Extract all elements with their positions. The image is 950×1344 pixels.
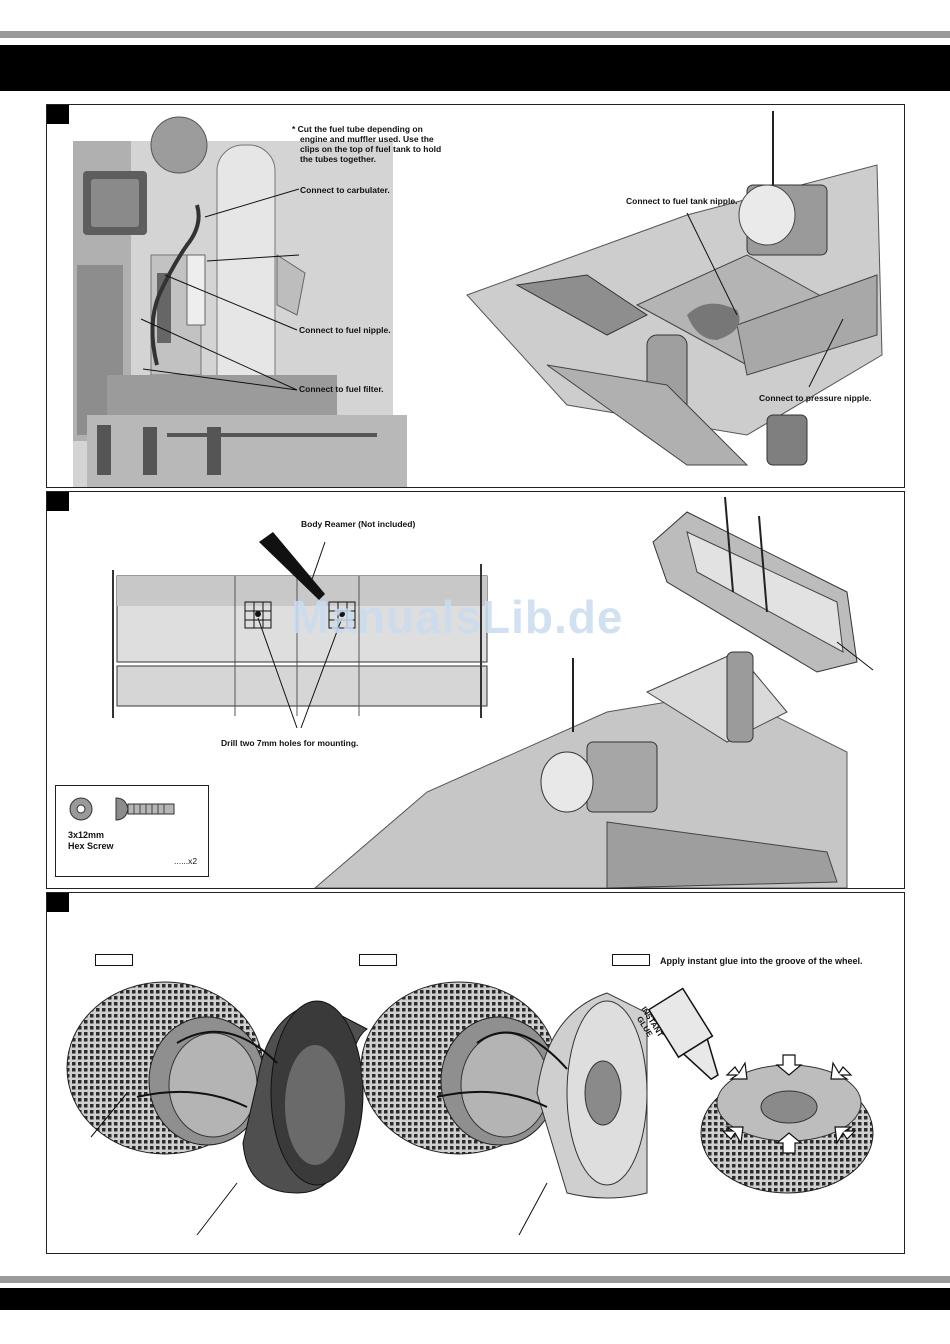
glue-instruction: Apply instant glue into the groove of th… <box>660 956 863 966</box>
hardware-box: 3x12mm Hex Screw ......x2 <box>55 785 209 877</box>
callout-fuel-nipple: Connect to fuel nipple. <box>299 325 391 335</box>
top-grey-rule <box>0 31 950 38</box>
wing-illustration <box>112 496 874 888</box>
callout-fuel-tank-nipple: Connect to fuel tank nipple. <box>626 196 738 206</box>
callout-fuel-filter: Connect to fuel filter. <box>299 384 384 394</box>
callout-pressure-nipple: Connect to pressure nipple. <box>759 393 872 403</box>
panel-fuel-lines: * Cut the fuel tube depending on engine … <box>46 104 905 488</box>
fuel-tube-note-line: clips on the top of fuel tank to hold <box>300 144 442 154</box>
footer-black-bar <box>0 1288 950 1310</box>
body-reamer-label: Body Reamer (Not included) <box>301 519 416 529</box>
step-number-tab <box>47 105 69 124</box>
panel-tire-assembly: Apply instant glue into the groove of th… <box>46 892 905 1254</box>
step-number-tab <box>47 492 69 511</box>
step-number-tab <box>47 893 69 912</box>
step-label-box-1 <box>95 954 133 966</box>
header-black-bar <box>0 45 950 91</box>
fuel-tube-note-line: the tubes together. <box>300 154 377 164</box>
bottom-grey-rule <box>0 1276 950 1283</box>
fuel-tube-note-line: * Cut the fuel tube depending on <box>292 124 423 134</box>
hardware-name: Hex Screw <box>68 841 114 851</box>
washer-icon <box>69 797 93 821</box>
callout-carburetor: Connect to carbulater. <box>300 185 390 195</box>
drill-holes-label: Drill two 7mm holes for mounting. <box>221 738 359 748</box>
panel-wing-mount: ManualsLib.de Body Reamer (Not included)… <box>46 491 905 889</box>
tire-assembly-illustration <box>66 981 874 1236</box>
hex-screw-icon <box>115 797 175 821</box>
watermark-text: ManualsLib.de <box>291 591 624 643</box>
step-label-box-3 <box>612 954 650 966</box>
fuel-tube-note: * Cut the fuel tube depending on engine … <box>292 124 441 164</box>
glue-bottle <box>647 987 719 1081</box>
step-label-box-2 <box>359 954 397 966</box>
fuel-tube-note-line: engine and muffler used. Use the <box>300 134 434 144</box>
fuel-system-illustration <box>73 111 883 487</box>
hardware-size: 3x12mm <box>68 830 105 840</box>
hardware-quantity: ......x2 <box>174 856 198 866</box>
